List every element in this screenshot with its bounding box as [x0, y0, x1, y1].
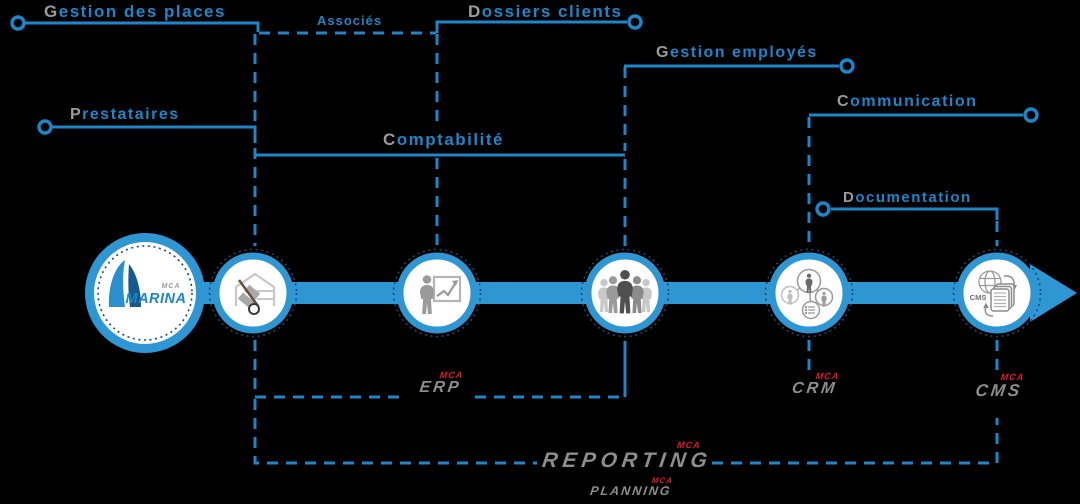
- dashed-connector-lines: [253, 31, 999, 465]
- label-first-letter: G: [44, 2, 59, 21]
- solid-connector-lines: [25, 20, 1023, 397]
- module-label-reporting: MCA REPORTING: [540, 440, 714, 472]
- label-gestion-des-places: Gestion des places: [44, 2, 226, 22]
- label-first-letter: D: [843, 189, 856, 206]
- label-first-letter: G: [656, 44, 670, 61]
- label-associes: Associés: [317, 13, 382, 28]
- cms-icon-label: CMS: [970, 293, 987, 302]
- gestion-places-line: [25, 21, 260, 32]
- module-label-erp: MCA ERP: [388, 370, 464, 397]
- module-name: REPORTING: [540, 449, 714, 472]
- node-dotted-ring: [392, 248, 482, 338]
- label-text: restataires: [82, 106, 180, 123]
- cms-globe-pages-icon: CMS: [970, 270, 1017, 317]
- timeline-arrow-head-icon: [1030, 264, 1077, 322]
- reporting-dashed-left: [253, 399, 537, 465]
- hand-truck-icon: [234, 272, 276, 315]
- node-dotted-ring: [764, 248, 854, 338]
- presentation-node: [392, 248, 482, 338]
- crm-network-node: [764, 248, 854, 338]
- documentation-line: [831, 207, 999, 220]
- endpoint-communication: [1023, 107, 1039, 123]
- logo-name-text: MARINA: [126, 291, 187, 307]
- endpoint-prestataires: [37, 119, 53, 135]
- label-documentation: Documentation: [843, 189, 972, 206]
- reporting-dashed-right: [712, 418, 999, 465]
- erp-bracket-dashed: [253, 340, 622, 399]
- endpoint-gestion-employes: [839, 58, 855, 74]
- module-name: ERP: [418, 379, 463, 396]
- marina-logo-node: MCA MARINA: [85, 233, 205, 353]
- label-text: estion des places: [58, 2, 226, 21]
- node-dotted-ring: [952, 248, 1042, 338]
- label-dossiers-clients: Dossiers clients: [468, 2, 622, 22]
- module-label-crm: MCA CRM: [764, 371, 840, 398]
- label-text: ommunication: [850, 93, 978, 110]
- label-first-letter: C: [837, 93, 851, 110]
- label-first-letter: D: [468, 2, 482, 21]
- endpoint-dossiers-clients: [627, 14, 643, 30]
- module-name: CMS: [974, 381, 1024, 400]
- label-text: ossiers clients: [481, 2, 623, 21]
- module-label-cms: MCA CMS: [951, 372, 1025, 400]
- label-comptabilite: Comptabilité: [383, 130, 504, 150]
- connector-endpoints: [10, 14, 1039, 217]
- node-dotted-ring: [208, 248, 298, 338]
- label-gestion-employes: Gestion employés: [656, 44, 818, 62]
- logo-brand-text: MCA: [162, 283, 181, 290]
- presenter-chart-icon: [420, 275, 462, 314]
- module-name: CRM: [790, 380, 839, 397]
- label-prestataires: Prestataires: [70, 106, 180, 124]
- label-text: estion employés: [669, 44, 818, 61]
- label-communication: Communication: [837, 93, 977, 111]
- label-first-letter: C: [383, 130, 397, 149]
- endpoint-documentation: [815, 201, 831, 217]
- endpoint-gestion-places: [10, 15, 26, 31]
- node-dotted-ring: [97, 245, 193, 341]
- label-text: ocumentation: [855, 189, 972, 206]
- module-label-planning: MCA PLANNING: [574, 476, 673, 498]
- node-dotted-ring: [580, 248, 670, 338]
- label-text: Associés: [317, 13, 383, 28]
- contacts-network-icon: [780, 268, 834, 320]
- prestataires-line: [52, 125, 257, 143]
- logistics-node: [208, 248, 298, 338]
- dossiers-clients-line: [435, 20, 627, 33]
- label-text: omptabilité: [396, 130, 504, 149]
- label-first-letter: P: [70, 106, 83, 123]
- module-name: PLANNING: [589, 484, 673, 498]
- node-ring: [85, 233, 205, 353]
- sailboat-icon: [108, 260, 141, 307]
- team-node: [580, 248, 670, 338]
- cms-node: CMS: [952, 248, 1042, 338]
